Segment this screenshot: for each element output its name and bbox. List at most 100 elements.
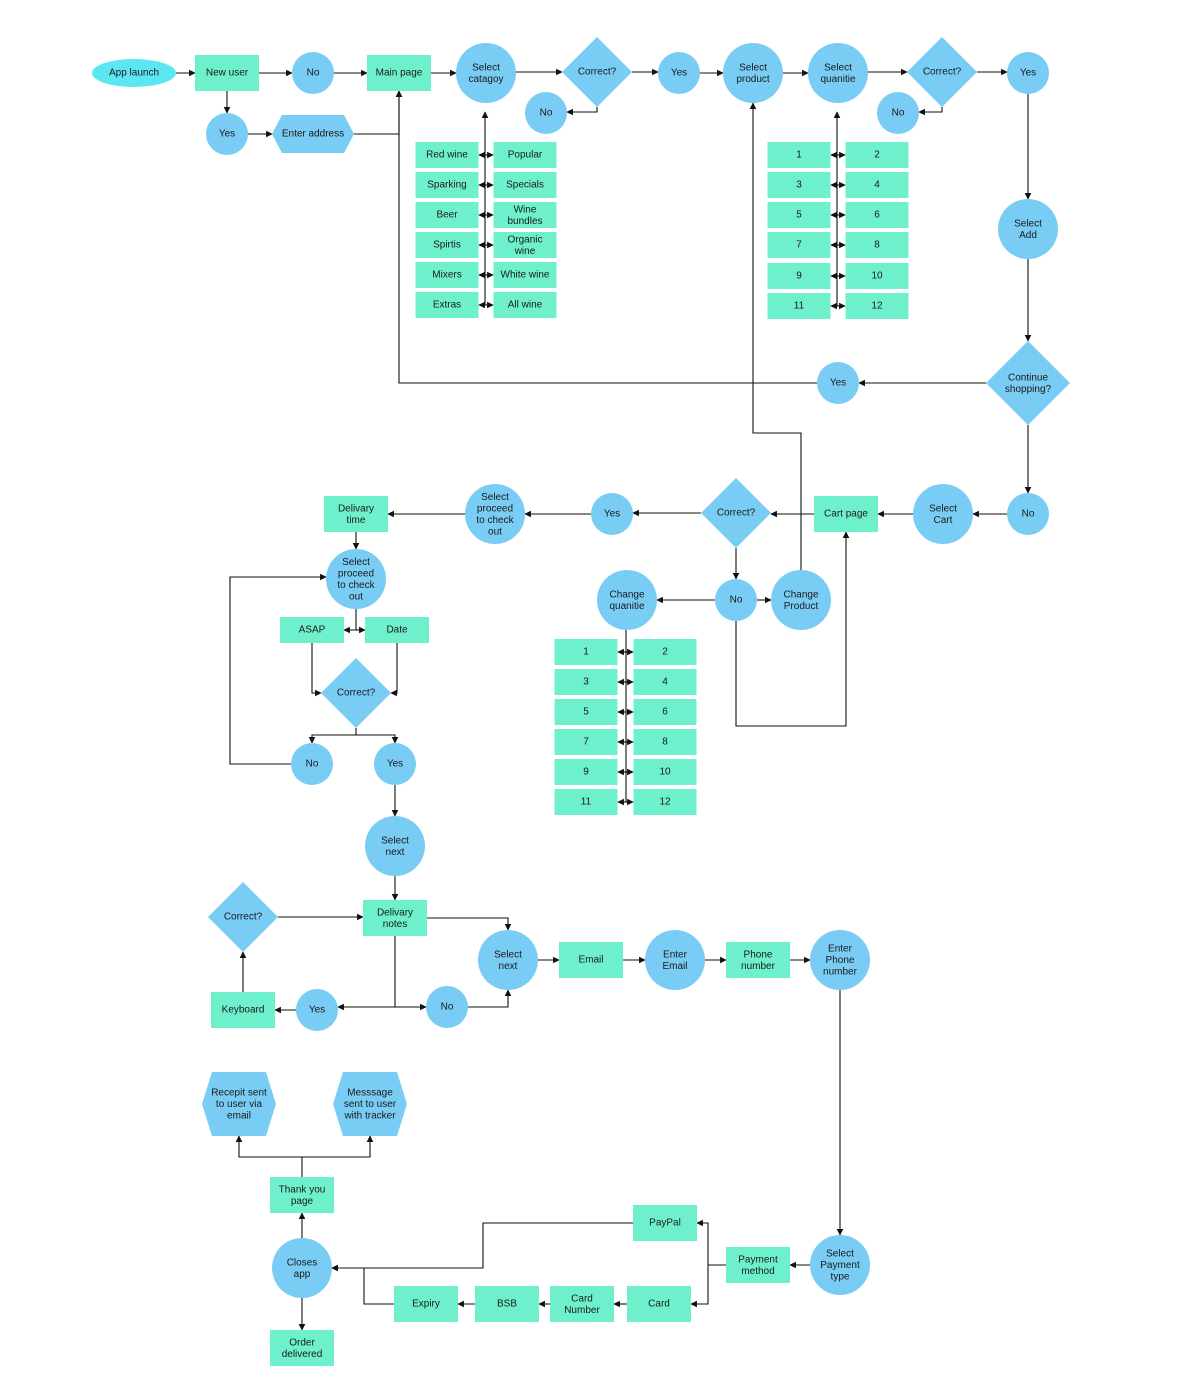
category-left-5: Mixers — [415, 262, 479, 288]
email-node-label: Email — [578, 955, 603, 966]
change-quantity-right-1: 2 — [633, 639, 697, 665]
no-new-user-node: No — [292, 52, 334, 94]
correct-cart-node: Correct? — [701, 478, 771, 548]
e-qcorrect-no — [918, 107, 943, 116]
e-paypal-close — [331, 1222, 633, 1272]
change-quantity-left-4-label: 7 — [583, 737, 589, 748]
quantity-right-1: 2 — [845, 142, 909, 168]
cart-page-node-label: Cart page — [824, 509, 868, 520]
quantity-right-5-label: 10 — [871, 271, 883, 282]
quantity-right-4-label: 8 — [874, 240, 880, 251]
yes-continue-node-label: Yes — [830, 378, 846, 389]
category-left-3: Beer — [415, 202, 479, 228]
yes-cart-node-label: Yes — [604, 509, 620, 520]
enter-address-node-label: Enter address — [282, 129, 344, 140]
change-quantity-right-4: 8 — [633, 729, 697, 755]
keyboard-node-label: Keyboard — [222, 1005, 265, 1016]
e-date-correct — [390, 643, 398, 697]
paypal-node: PayPal — [633, 1205, 697, 1241]
no-continue-node: No — [1007, 493, 1049, 535]
quantity-left-6-label: 11 — [794, 301, 805, 312]
change-quantity-left-6-label: 11 — [581, 797, 592, 808]
no-quantity-node: No — [877, 92, 919, 134]
change-quantity-right-2-label: 4 — [662, 677, 668, 688]
quantity-left-5: 9 — [767, 263, 831, 289]
expiry-node: Expiry — [394, 1286, 458, 1322]
correct-time-node: Correct? — [321, 658, 391, 728]
quantity-right-3: 6 — [845, 202, 909, 228]
e-asap-correct — [311, 643, 322, 697]
quantity-right-5: 10 — [845, 263, 909, 289]
correct-notes-node-label: Correct? — [224, 912, 263, 923]
main-page-node: Main page — [367, 55, 431, 91]
category-left-1-label: Red wine — [426, 150, 468, 161]
card-node: Card — [627, 1286, 691, 1322]
yes-category-node: Yes — [658, 52, 700, 94]
quantity-left-6: 11 — [767, 293, 831, 319]
no-category-node: No — [525, 92, 567, 134]
yes-continue-node: Yes — [817, 362, 859, 404]
yes-category-node-label: Yes — [671, 68, 687, 79]
correct-quantity-node: Correct? — [907, 37, 977, 107]
e-notes-yes — [337, 936, 396, 1011]
yes-cart-node: Yes — [591, 493, 633, 535]
e-proceed-asap — [343, 609, 357, 634]
paypal-node-label: PayPal — [649, 1218, 681, 1229]
e-correct-yes-time — [356, 734, 399, 744]
yes-new-user-node: Yes — [206, 113, 248, 155]
e-thankyou-receipt — [235, 1135, 303, 1177]
card-node-label: Card — [648, 1299, 670, 1310]
quantity-left-1: 1 — [767, 142, 831, 168]
date-node-label: Date — [386, 625, 408, 636]
new-user-node: New user — [195, 55, 259, 91]
e-thankyou-message — [302, 1135, 374, 1158]
correct-time-node-label: Correct? — [337, 688, 376, 699]
e-notes-next — [427, 917, 512, 931]
correct-quantity-node-label: Correct? — [923, 67, 962, 78]
category-right-1: Popular — [493, 142, 557, 168]
no-continue-node-label: No — [1022, 509, 1035, 520]
quantity-right-4: 8 — [845, 232, 909, 258]
yes-time-node-label: Yes — [387, 759, 403, 770]
quantity-right-2: 4 — [845, 172, 909, 198]
yes-quantity-node-label: Yes — [1020, 68, 1036, 79]
category-right-1-label: Popular — [508, 150, 543, 161]
change-quantity-right-6: 12 — [633, 789, 697, 815]
category-left-1: Red wine — [415, 142, 479, 168]
quantity-left-1-label: 1 — [796, 150, 802, 161]
quantity-right-6: 12 — [845, 293, 909, 319]
change-quantity-right-3: 6 — [633, 699, 697, 725]
quantity-left-5-label: 9 — [796, 271, 802, 282]
correct-category-node: Correct? — [562, 37, 632, 107]
bsb-node-label: BSB — [497, 1299, 517, 1310]
e-expiry-close — [331, 1264, 394, 1305]
quantity-left-3-label: 5 — [796, 210, 802, 221]
bsb-node: BSB — [475, 1286, 539, 1322]
change-quantity-right-3-label: 6 — [662, 707, 668, 718]
